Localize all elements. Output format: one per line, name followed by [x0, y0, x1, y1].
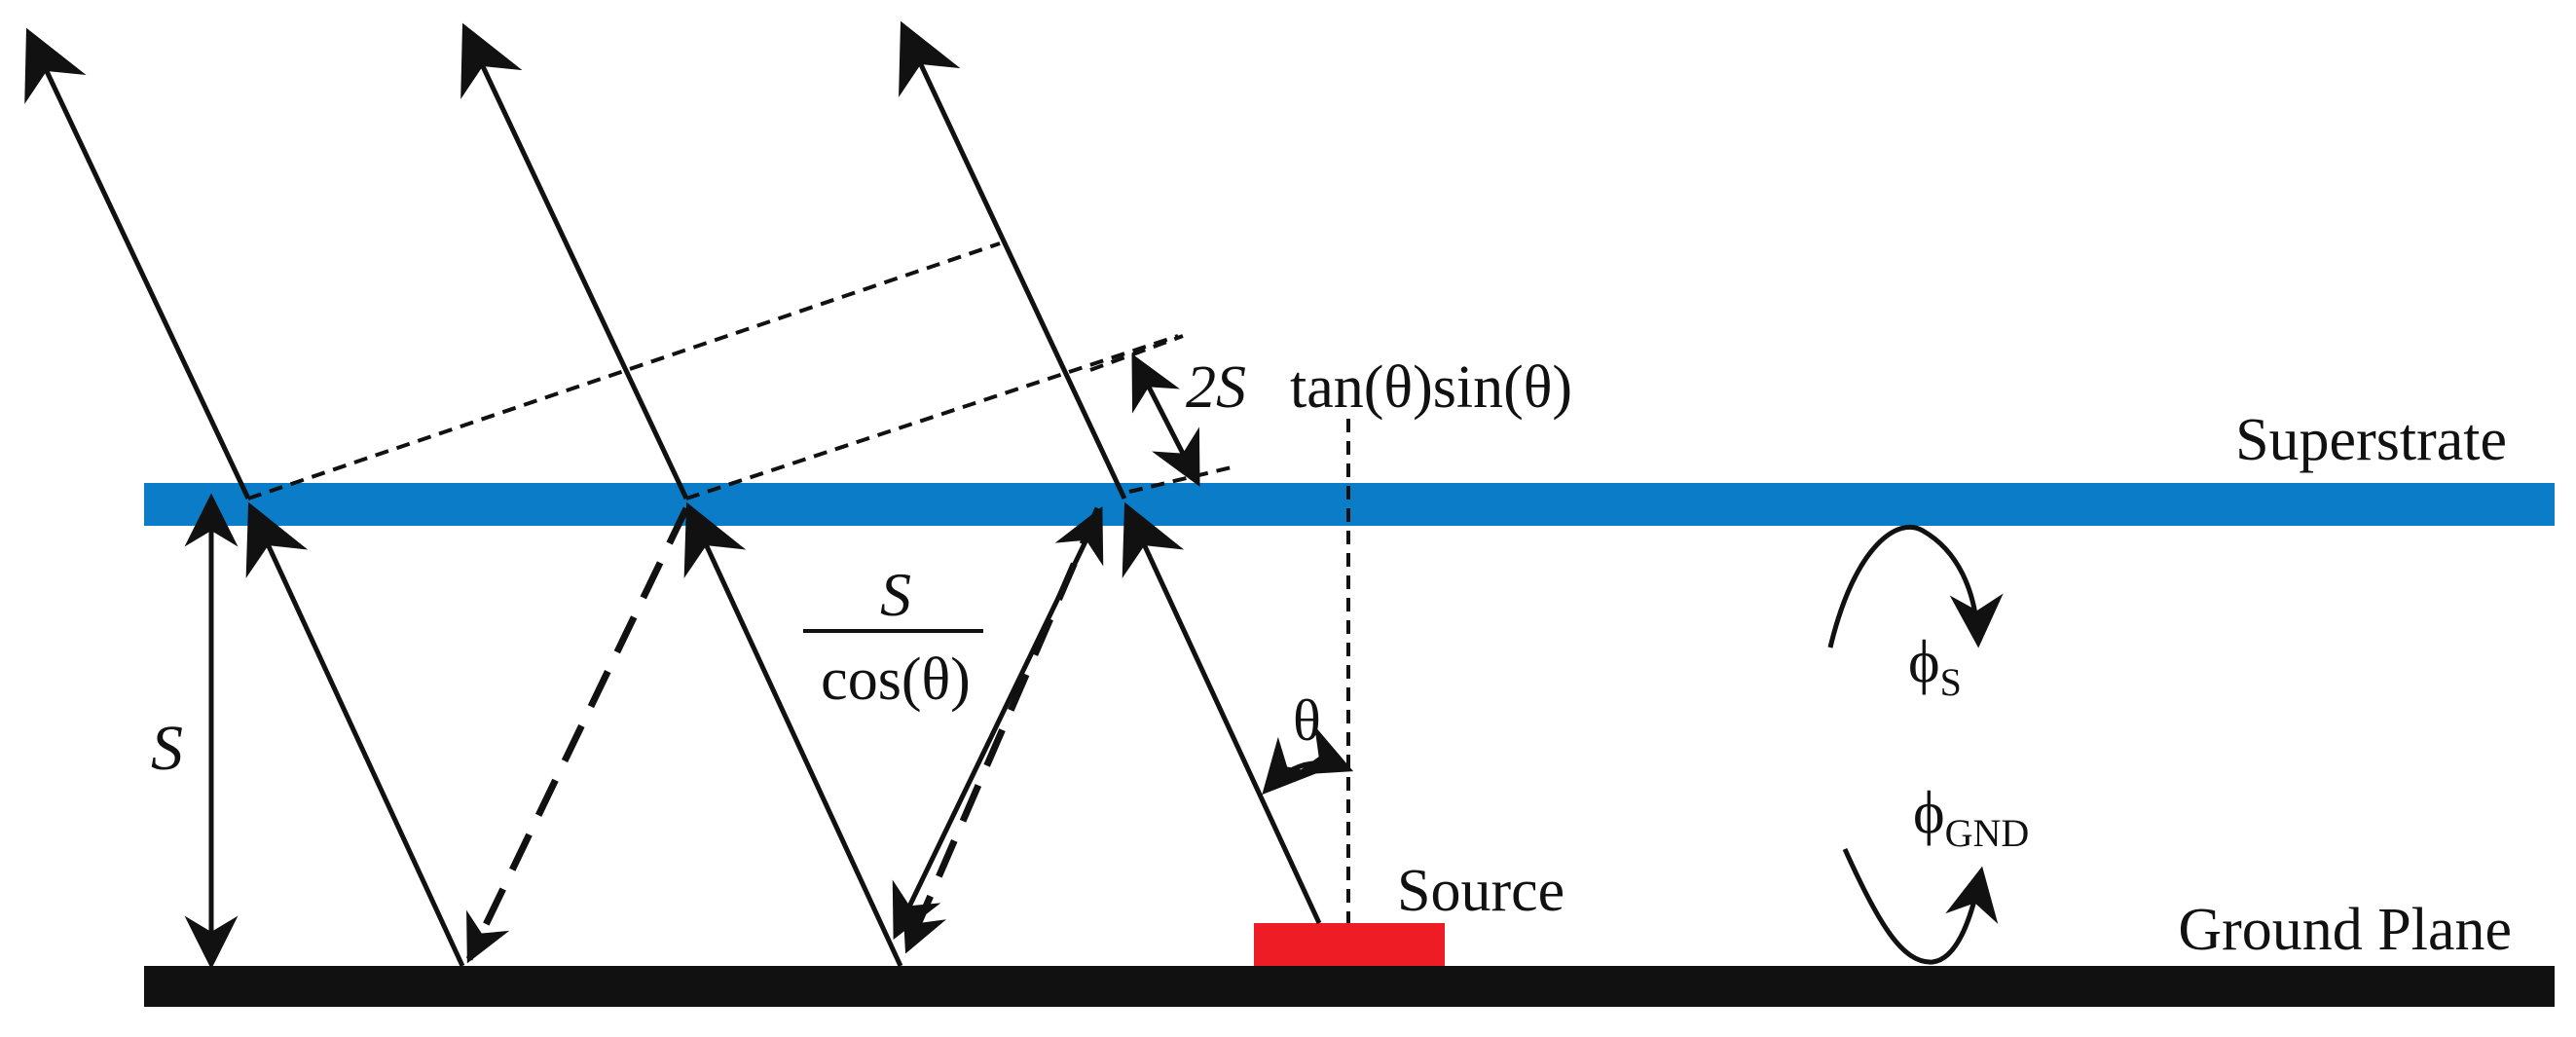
ray-ground-to-superstrate-2: [683, 501, 903, 968]
phi-gnd-arc-icon: [1842, 847, 1999, 965]
escaping-ray-1: [24, 27, 251, 500]
path-length-denominator: cos(θ): [821, 647, 971, 713]
offset-arrow: [1131, 353, 1200, 487]
source-label: Source: [1397, 858, 1564, 924]
ground-plane: [144, 966, 2555, 1007]
reflected-dashed-ray-1: [465, 506, 690, 964]
offset-label-expression: tan(θ)sin(θ): [1290, 354, 1572, 421]
wavefront-dashed-line-lower: [685, 334, 1179, 500]
ground-plane-label: Ground Plane: [2178, 897, 2512, 963]
theta-label: θ: [1293, 688, 1321, 753]
superstrate-label: Superstrate: [2235, 407, 2507, 473]
source-element: [1254, 923, 1445, 966]
path-length-arrow: [892, 506, 1104, 940]
offset-tick-top: [1089, 334, 1184, 372]
ray-ground-to-superstrate-1: [245, 501, 465, 968]
escaping-ray-3: [899, 20, 1127, 500]
path-length-numerator: S: [880, 560, 911, 629]
phi-s-label: ϕS: [1908, 629, 1962, 704]
theta-angle-arc: [1262, 725, 1354, 796]
phi-s-subscript: S: [1940, 660, 1962, 704]
phi-gnd-symbol: ϕ: [1913, 780, 1945, 846]
separation-s-label: S: [151, 713, 183, 784]
phi-s-arc-icon: [1827, 524, 2004, 648]
phi-s-symbol: ϕ: [1908, 629, 1940, 695]
offset-label-prefix: 2S: [1186, 354, 1246, 421]
phi-gnd-subscript: GND: [1945, 811, 2030, 855]
ray-source-to-superstrate: [1122, 501, 1322, 925]
wavefront-dashed-line-upper: [247, 241, 1001, 500]
escaping-ray-2: [460, 22, 689, 500]
phi-gnd-label: ϕGND: [1913, 780, 2029, 855]
